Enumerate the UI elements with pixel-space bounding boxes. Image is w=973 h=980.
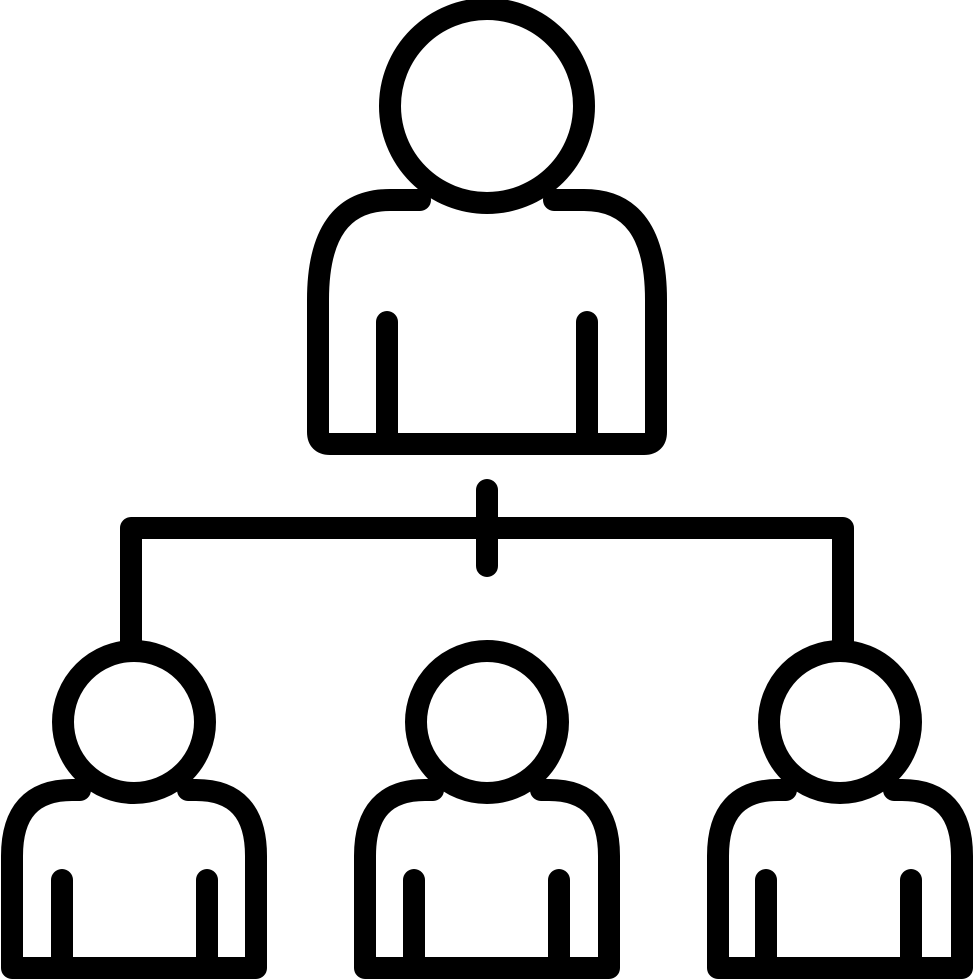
hierarchy-connector (120, 479, 854, 653)
left-member-body (1, 779, 267, 979)
center-team-member-icon (354, 640, 620, 979)
connector-branch (120, 517, 854, 653)
manager-person-icon (307, 0, 667, 455)
center-member-head (405, 640, 569, 804)
left-team-member-icon (1, 640, 267, 979)
right-team-member-icon (707, 640, 973, 979)
right-member-head (758, 640, 922, 804)
right-member-body (707, 779, 973, 979)
manager-head (379, 0, 595, 214)
center-member-body (354, 779, 620, 979)
manager-body (307, 189, 667, 455)
left-member-head (52, 640, 216, 804)
